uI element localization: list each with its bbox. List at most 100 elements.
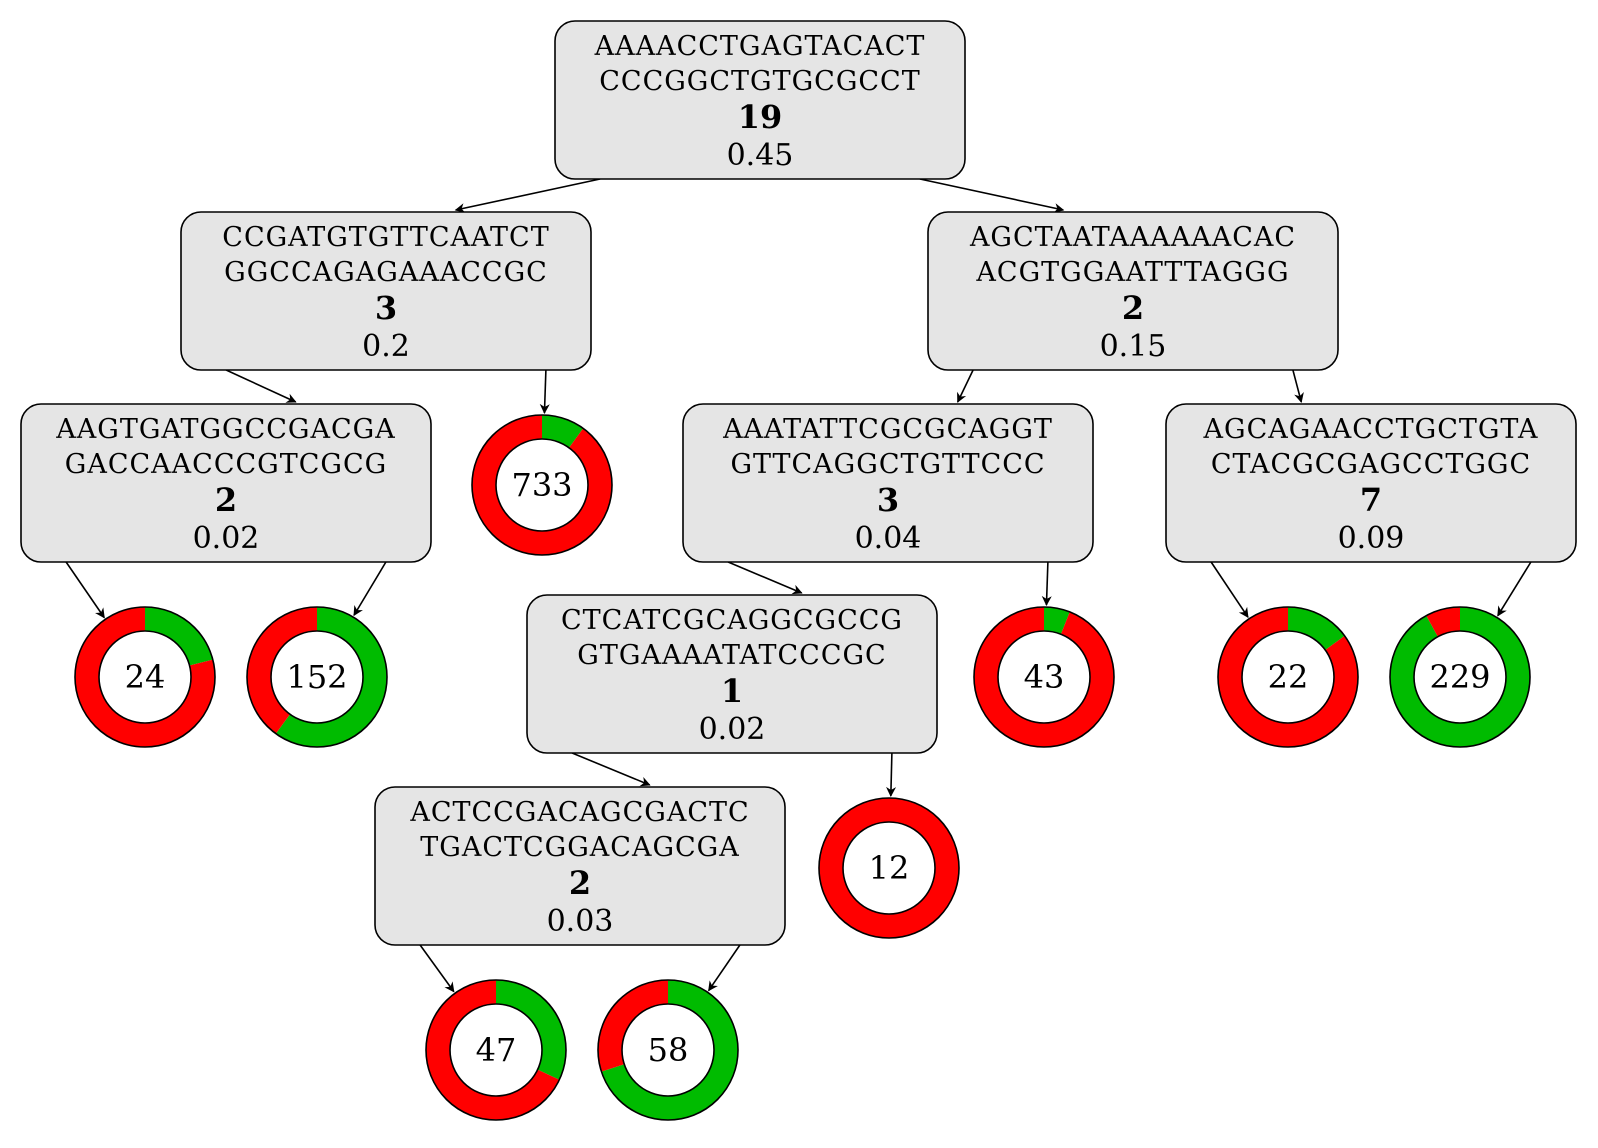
node-score: 0.02 — [193, 521, 260, 556]
edge-n1-n3 — [225, 369, 297, 403]
positive-arc — [145, 607, 213, 666]
node-box — [1165, 403, 1577, 563]
ring-inner-circle — [997, 630, 1091, 724]
leaf-count: 43 — [1024, 658, 1065, 696]
node-score: 0.02 — [699, 712, 766, 747]
node-depth: 7 — [1360, 481, 1382, 519]
ring-outer-border — [973, 606, 1115, 748]
edge-n2-n5 — [1292, 369, 1304, 403]
node-depth: 2 — [215, 481, 237, 519]
ring-outer-border — [1217, 606, 1359, 748]
node-score: 0.04 — [855, 521, 922, 556]
positive-arc — [601, 980, 739, 1120]
edge-n4-n6 — [727, 561, 803, 595]
ring-inner-circle — [1413, 630, 1507, 724]
ring-outer-border — [471, 414, 613, 556]
sequence-line-1: AGCAGAACCTGCTGTA — [1203, 414, 1539, 445]
node-box — [180, 211, 592, 371]
leaf-count: 22 — [1268, 658, 1309, 696]
leaf-node-58: 58 — [597, 979, 739, 1121]
node-box — [526, 594, 938, 754]
leaf-node-24: 24 — [74, 606, 216, 748]
node-box — [374, 786, 786, 946]
positive-arc — [1390, 607, 1530, 747]
leaf-count: 229 — [1429, 658, 1490, 696]
edges — [65, 178, 1532, 993]
ring-inner-circle — [621, 1003, 715, 1097]
sequence-line-1: AAATATTCGCGCAGGT — [722, 414, 1053, 445]
leaf-count: 733 — [511, 466, 572, 504]
ring-inner-circle — [449, 1003, 543, 1097]
ring-outer-border — [425, 979, 567, 1121]
sequence-line-1: ACTCCGACAGCGACTC — [409, 797, 749, 828]
positive-arc — [496, 980, 566, 1080]
edge-n2-n4 — [956, 369, 974, 403]
positive-arc — [1288, 607, 1345, 650]
negative-arc — [75, 607, 215, 747]
leaf-count: 24 — [125, 658, 166, 696]
node-depth: 2 — [1122, 289, 1144, 327]
ring-inner-circle — [495, 438, 589, 532]
leaf-node-43: 43 — [973, 606, 1115, 748]
internal-nodes: AAAACCTGAGTACACTCCCGGCTGTGCGCCT190.45CCG… — [20, 20, 1577, 946]
edge-n0-n2 — [919, 178, 1065, 213]
sequence-line-2: GTGAAAATATCCCGC — [577, 640, 886, 671]
node-box — [554, 20, 966, 180]
edge-n3-l24 — [65, 561, 105, 619]
leaf-node-12: 12 — [818, 797, 960, 939]
sequence-line-2: GTTCAGGCTGTTCCC — [730, 449, 1045, 480]
negative-arc — [973, 607, 1114, 748]
edge-n6-l12 — [886, 752, 897, 798]
node-box — [682, 403, 1094, 563]
negative-arc — [598, 980, 668, 1072]
edge-n5-l22 — [1210, 561, 1249, 618]
negative-arc — [471, 415, 612, 555]
sequence-line-1: AAAACCTGAGTACACT — [594, 31, 926, 62]
positive-arc — [1044, 607, 1070, 635]
leaf-nodes: 733 24 152 43 22 229 12 47 58 — [74, 414, 1531, 1121]
node-depth: 3 — [375, 289, 397, 327]
edge-n6-n7 — [571, 752, 651, 787]
sequence-line-2: CTACGCGAGCCTGGC — [1211, 449, 1531, 480]
node-score: 0.45 — [727, 138, 794, 173]
sequence-line-2: GACCAACCCGTCGCG — [65, 449, 387, 480]
node-score: 0.03 — [547, 904, 614, 939]
leaf-node-22: 22 — [1217, 606, 1359, 748]
edge-n7-l58 — [708, 944, 741, 992]
leaf-node-152: 152 — [246, 606, 388, 748]
node-box — [20, 403, 432, 563]
ring-inner-circle — [270, 630, 364, 724]
ring-inner-circle — [98, 630, 192, 724]
ring-outer-border — [597, 979, 739, 1121]
sequence-line-1: CCGATGTGTTCAATCT — [222, 222, 549, 253]
leaf-node-47: 47 — [425, 979, 567, 1121]
negative-arc — [1218, 607, 1359, 747]
sequence-line-2: ACGTGGAATTTAGGG — [975, 257, 1289, 288]
ring-inner-circle — [1241, 630, 1335, 724]
ring-outer-border — [246, 606, 388, 748]
node-score: 0.2 — [362, 329, 410, 364]
sequence-line-2: GGCCAGAGAAACCGC — [224, 257, 548, 288]
node-box — [927, 211, 1339, 371]
node-score: 0.15 — [1100, 329, 1167, 364]
edge-n3-l152 — [353, 561, 387, 617]
node-depth: 19 — [738, 98, 783, 136]
sequence-line-2: TGACTCGGACAGCGA — [420, 832, 740, 863]
leaf-count: 152 — [286, 658, 347, 696]
edge-n0-n1 — [454, 178, 601, 213]
negative-arc — [1426, 607, 1460, 637]
ring-outer-border — [818, 797, 960, 939]
leaf-count: 47 — [476, 1031, 517, 1069]
sequence-line-1: AAGTGATGGCCGACGA — [55, 414, 395, 445]
leaf-count: 12 — [869, 849, 910, 887]
leaf-count: 58 — [648, 1031, 689, 1069]
negative-arc — [247, 607, 317, 734]
edge-n7-l47 — [419, 944, 455, 993]
